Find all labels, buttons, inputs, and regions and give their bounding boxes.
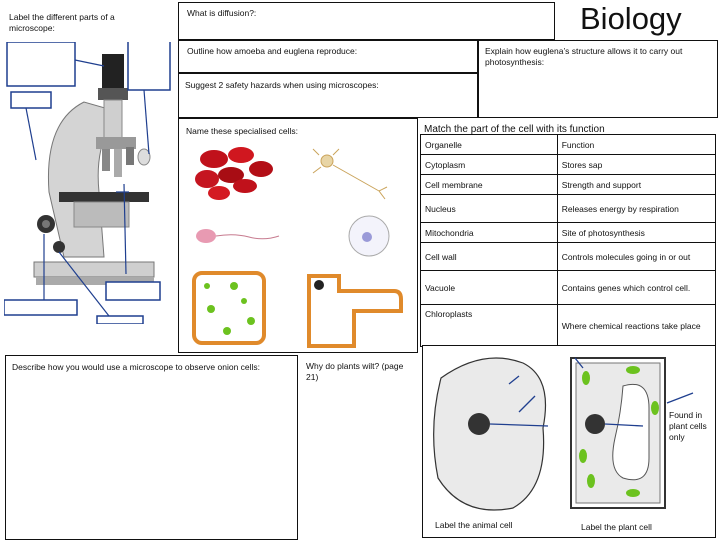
animal-nucleus-icon <box>468 413 490 435</box>
nerve-cell-icon <box>312 148 388 200</box>
microscope-illustration <box>3 21 171 325</box>
header-function: Function <box>556 134 717 155</box>
organelle-cell[interactable]: Nucleus <box>420 194 558 223</box>
function-cell[interactable]: Where chemical reactions take place <box>556 304 717 347</box>
microscope-label-prompt-box: Label the different parts of a microscop… <box>5 4 174 42</box>
cells-box[interactable]: Found in plant cells only Label the anim… <box>422 345 716 538</box>
animal-plant-cell-diagram <box>433 357 694 511</box>
hazards-box[interactable]: Suggest 2 safety hazards when using micr… <box>178 73 478 118</box>
function-cell[interactable]: Strength and support <box>556 174 717 195</box>
header-organelle: Organelle <box>420 134 558 155</box>
function-cell[interactable]: Site of photosynthesis <box>556 222 717 243</box>
function-cell[interactable]: Contains genes which control cell. <box>556 270 717 305</box>
specialised-cells-illustrations <box>192 147 403 348</box>
page-title: Biology <box>580 1 682 36</box>
wilt-prompt: Why do plants wilt? (page 21) <box>306 361 404 382</box>
specialised-cells-box[interactable]: Name these specialised cells: <box>178 118 418 353</box>
organelle-cell[interactable]: Mitochondria <box>420 222 558 243</box>
match-heading: Match the part of the cell with its func… <box>424 124 605 135</box>
reproduce-box[interactable]: Outline how amoeba and euglena reproduce… <box>178 40 478 73</box>
plant-note: Found in plant cells only <box>669 410 707 442</box>
animal-cell-icon <box>433 357 547 511</box>
wilt-box[interactable]: Why do plants wilt? (page 21) <box>300 355 420 540</box>
root-hair-cell-icon <box>307 274 403 348</box>
euglena-prompt: Explain how euglena’s structure allows i… <box>485 46 683 67</box>
euglena-box[interactable]: Explain how euglena’s structure allows i… <box>478 40 718 118</box>
label-box-top-right <box>127 21 171 91</box>
organelle-cell[interactable]: Vacuole <box>420 270 558 305</box>
onion-prompt: Describe how you would use a microscope … <box>12 362 261 372</box>
hazards-prompt: Suggest 2 safety hazards when using micr… <box>185 80 379 90</box>
onion-box[interactable]: Describe how you would use a microscope … <box>5 355 298 540</box>
function-cell[interactable]: Controls molecules going in or out <box>556 242 717 271</box>
palisade-cell-icon <box>192 271 266 345</box>
reproduce-prompt: Outline how amoeba and euglena reproduce… <box>187 46 358 56</box>
red-blood-cells-icon <box>195 147 273 200</box>
organelle-cell[interactable]: Cell wall <box>420 242 558 271</box>
function-cell[interactable]: Releases energy by respiration <box>556 194 717 223</box>
egg-cell-icon <box>348 215 390 257</box>
plant-nucleus-icon <box>585 414 605 434</box>
function-cell[interactable]: Stores sap <box>556 154 717 175</box>
organelle-cell[interactable]: Chloroplasts <box>420 304 558 347</box>
sperm-cell-icon <box>196 229 280 243</box>
diffusion-box[interactable]: What is diffusion?: <box>178 2 555 40</box>
organelle-cell[interactable]: Cell membrane <box>420 174 558 195</box>
specialised-prompt: Name these specialised cells: <box>186 126 298 136</box>
microscope-diagram <box>3 21 176 325</box>
microscope-label-prompt: Label the different parts of a microscop… <box>9 12 115 33</box>
organelle-cell[interactable]: Cytoplasm <box>420 154 558 175</box>
animal-cell-label: Label the animal cell <box>435 520 513 530</box>
plant-cell-label: Label the plant cell <box>581 522 652 532</box>
diffusion-prompt: What is diffusion?: <box>187 8 257 18</box>
